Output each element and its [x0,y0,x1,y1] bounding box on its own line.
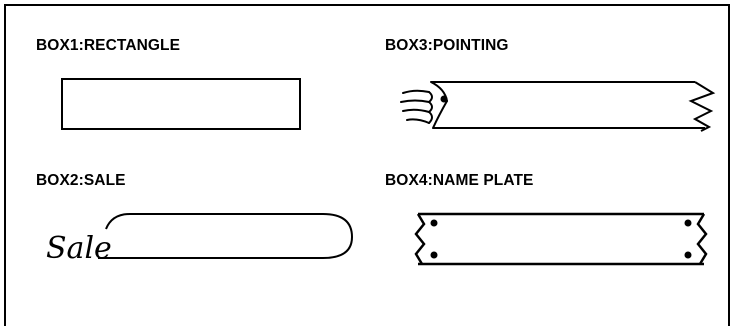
box4-name-plate-shape [414,212,708,266]
frame-top-border [4,4,730,6]
screw-hole-bottom-left [430,251,438,259]
hand-cuff-dot [440,95,448,103]
box3-pointing-shape [400,81,716,132]
box1-label: BOX1:RECTANGLE [36,37,181,54]
pointing-hand-icon [400,81,448,129]
screw-hole-bottom-right [684,251,692,259]
box3-label: BOX3:POINTING [385,37,509,54]
frame-right-border [728,4,730,326]
box4-label: BOX4:NAME PLATE [385,172,534,189]
box2-label: BOX2:SALE [36,172,126,189]
frame-left-border [4,4,6,326]
box2-sale-shape: Sale [46,213,354,266]
box1-rectangle-shape [61,78,301,130]
sale-script-text: Sale [46,231,112,266]
screw-hole-top-right [684,219,692,227]
screw-hole-top-left [430,219,438,227]
